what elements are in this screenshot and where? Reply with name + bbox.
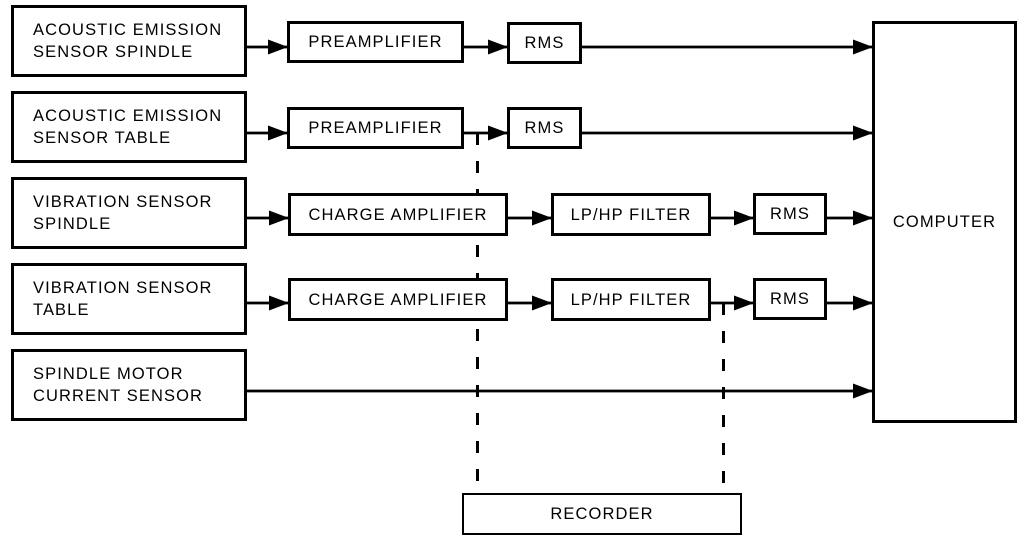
box-recorder: RECORDER: [462, 493, 742, 535]
box-label: RMS: [770, 290, 810, 308]
box-label: COMPUTER: [892, 213, 997, 231]
box-lp-hp-filter-1: LP/HP FILTER: [551, 193, 711, 236]
box-vibration-sensor-table: VIBRATION SENSOR TABLE: [11, 263, 247, 335]
box-label: LP/HP FILTER: [570, 290, 692, 309]
box-charge-amplifier-2: CHARGE AMPLIFIER: [288, 278, 508, 321]
box-label: RMS: [524, 119, 565, 137]
box-rms-3: RMS: [753, 193, 827, 235]
box-label: VIBRATION SENSOR TABLE: [33, 279, 213, 319]
box-acoustic-emission-sensor-spindle: ACOUSTIC EMISSION SENSOR SPINDLE: [11, 5, 247, 77]
box-spindle-motor-current-sensor: SPINDLE MOTOR CURRENT SENSOR: [11, 349, 247, 421]
box-rms-1: RMS: [507, 22, 582, 64]
box-label: RMS: [524, 34, 565, 52]
box-label: VIBRATION SENSOR SPINDLE: [33, 193, 213, 233]
box-label: PREAMPLIFIER: [308, 33, 443, 51]
box-preamplifier-1: PREAMPLIFIER: [287, 21, 464, 63]
box-label: CHARGE AMPLIFIER: [308, 205, 488, 224]
box-charge-amplifier-1: CHARGE AMPLIFIER: [288, 193, 508, 236]
box-lp-hp-filter-2: LP/HP FILTER: [551, 278, 711, 321]
box-label: PREAMPLIFIER: [308, 119, 443, 137]
box-vibration-sensor-spindle: VIBRATION SENSOR SPINDLE: [11, 177, 247, 249]
box-label: SPINDLE MOTOR CURRENT SENSOR: [33, 365, 204, 405]
box-label: LP/HP FILTER: [570, 205, 692, 224]
box-rms-2: RMS: [507, 107, 582, 149]
box-rms-4: RMS: [753, 278, 827, 320]
box-preamplifier-2: PREAMPLIFIER: [287, 107, 464, 149]
box-label: ACOUSTIC EMISSION SENSOR SPINDLE: [33, 21, 223, 61]
box-label: RMS: [770, 205, 810, 223]
box-label: ACOUSTIC EMISSION SENSOR TABLE: [33, 107, 223, 147]
box-computer: COMPUTER: [872, 21, 1017, 423]
box-label: CHARGE AMPLIFIER: [308, 290, 488, 309]
box-label: RECORDER: [550, 505, 654, 523]
box-acoustic-emission-sensor-table: ACOUSTIC EMISSION SENSOR TABLE: [11, 91, 247, 163]
